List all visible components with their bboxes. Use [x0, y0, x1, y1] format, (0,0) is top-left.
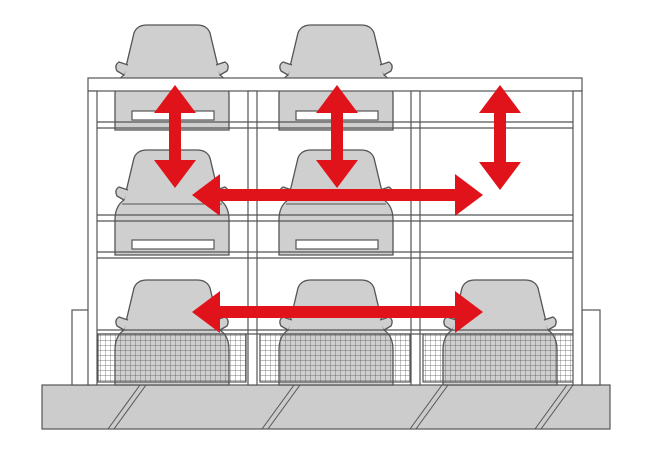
arrow-vertical-center: [316, 85, 358, 188]
arrow-vertical-right: [479, 85, 521, 190]
arrow-horizontal-bottom: [192, 291, 483, 333]
movement-arrows: [154, 85, 521, 333]
right-wall: [581, 309, 601, 386]
arrow-horizontal-middle: [192, 174, 483, 216]
left-wall: [71, 309, 91, 386]
arrow-vertical-left: [154, 85, 196, 188]
bottom-mesh: [97, 333, 576, 383]
ground: [41, 384, 611, 430]
